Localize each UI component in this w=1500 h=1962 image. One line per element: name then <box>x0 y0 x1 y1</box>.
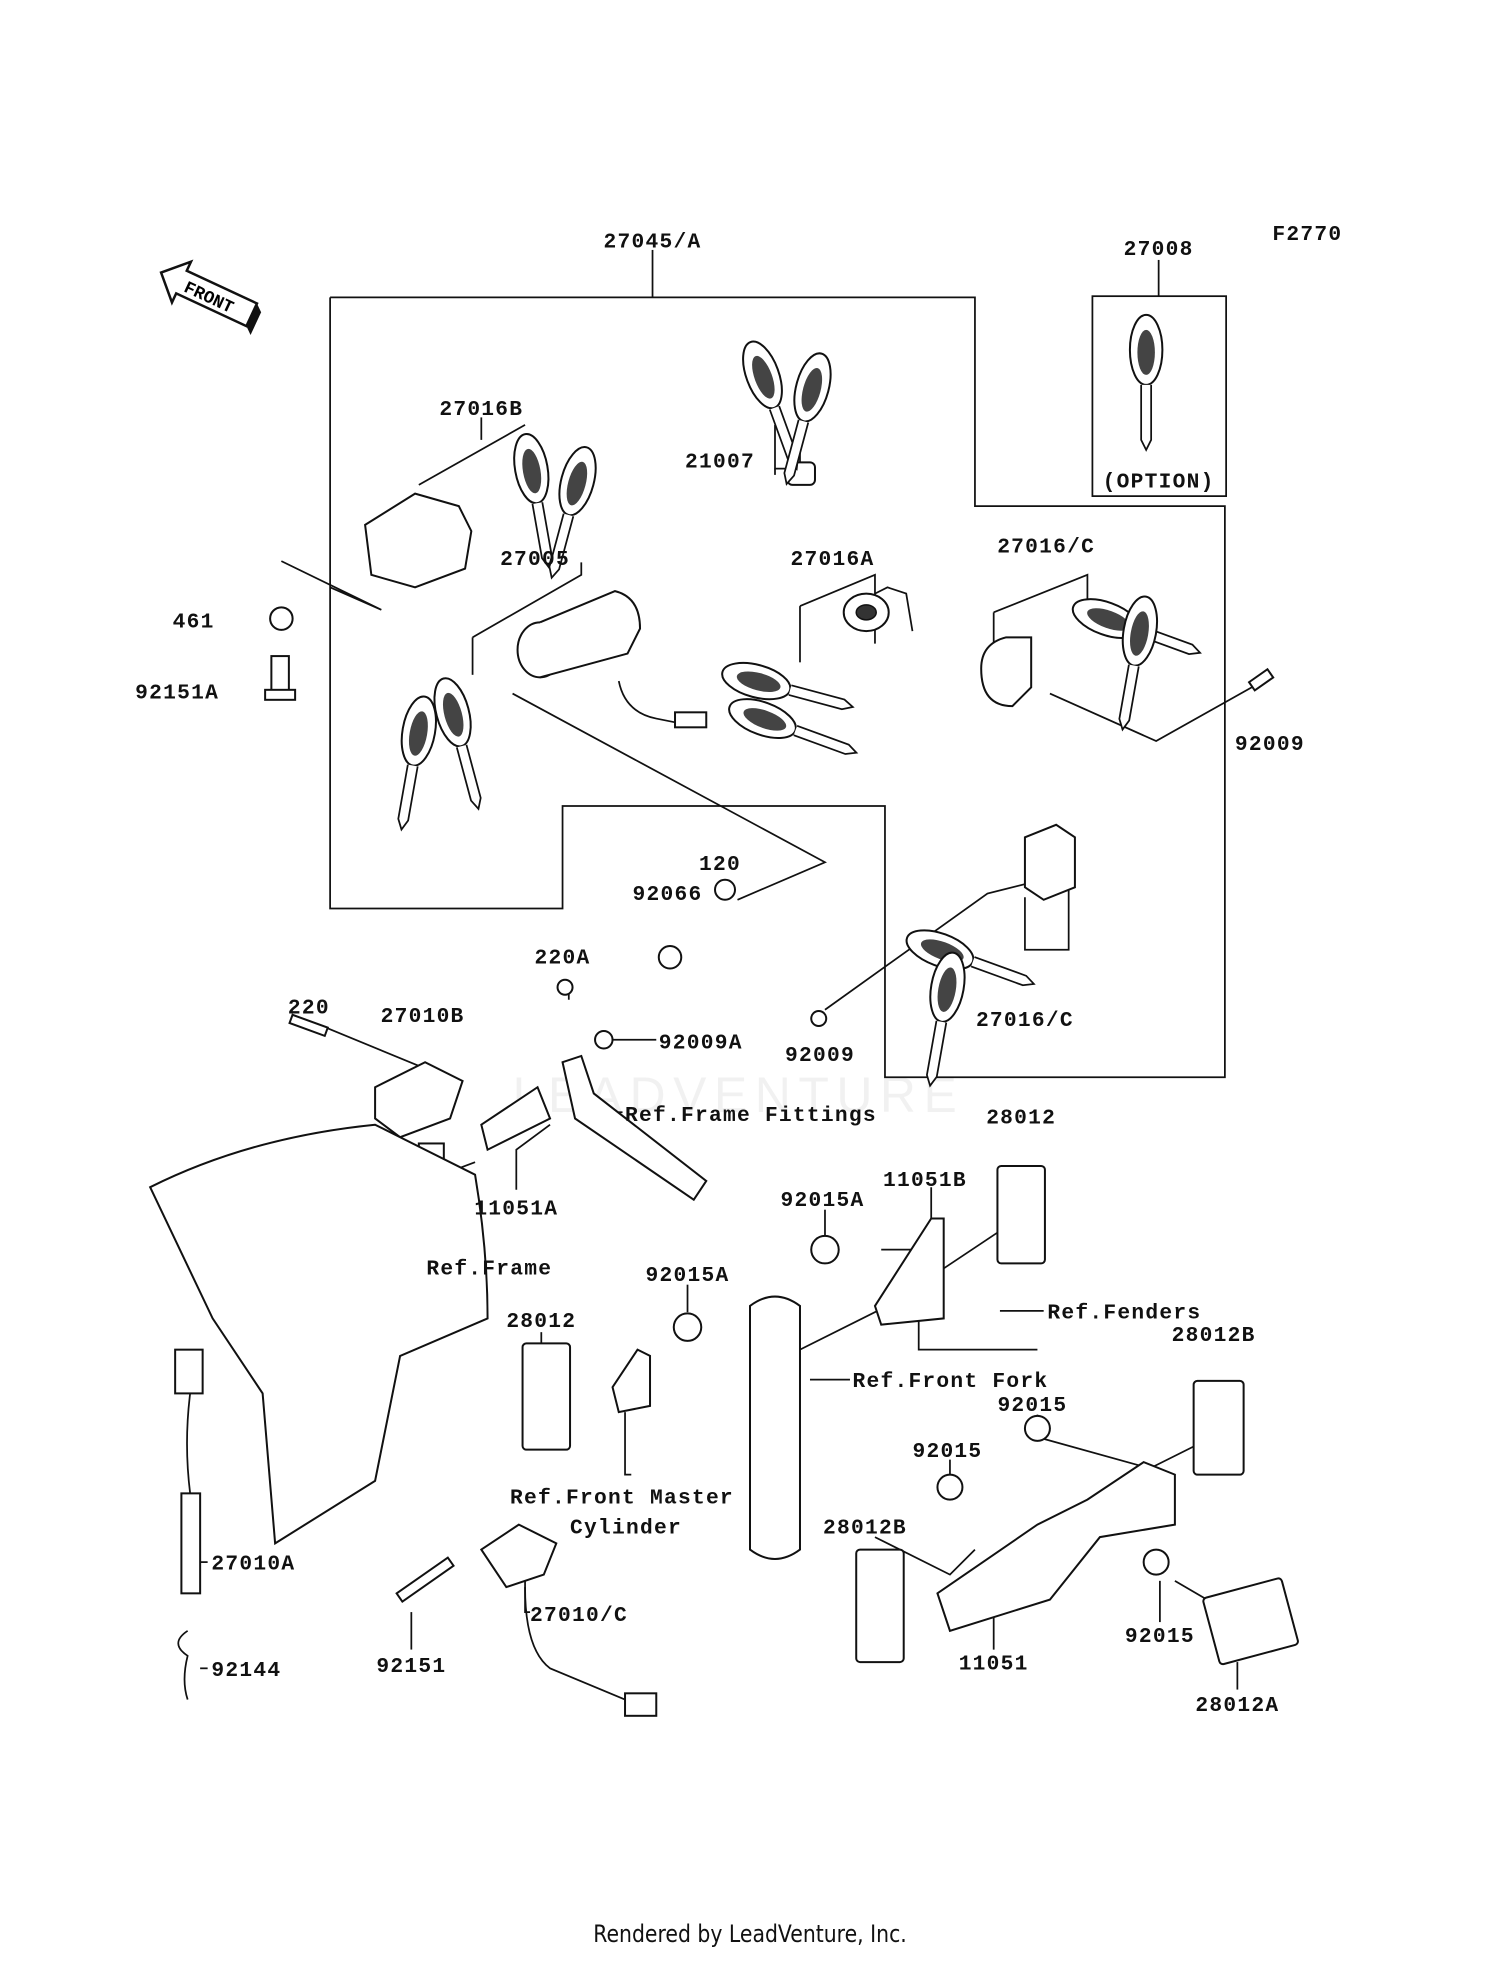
part-label: Ref.Front Fork <box>852 1370 1048 1394</box>
key-icon <box>783 352 832 486</box>
part-label: 11051A <box>474 1198 558 1222</box>
part-label: 27016/C <box>997 535 1095 559</box>
front-fork <box>749 1295 801 1560</box>
part-label: 92009 <box>785 1044 855 1068</box>
reflector-28012b-left <box>855 1548 905 1664</box>
part-label: 461 <box>173 610 215 634</box>
part-label: 92015A <box>780 1189 864 1213</box>
part-label: Ref.Front Master <box>510 1486 734 1510</box>
nut-92015-a <box>1023 1414 1051 1442</box>
reflector-28012a <box>1202 1577 1299 1666</box>
nut-92015a-lower <box>672 1312 703 1342</box>
footer-credit: Rendered by LeadVenture, Inc. <box>593 1920 907 1948</box>
part-label: 120 <box>699 853 741 877</box>
master-cylinder-bracket <box>611 1348 652 1414</box>
bolt-92151 <box>395 1556 455 1604</box>
screw-92009a <box>594 1029 614 1050</box>
part-label: 21007 <box>685 450 755 474</box>
switch-27010c <box>479 1523 658 1717</box>
lock-27016c-bottom <box>1023 823 1076 901</box>
part-labels: 27045/A 27008 (OPTION) 27016B 21007 461 92151A… <box>135 230 1305 1718</box>
key-icon <box>926 951 966 1088</box>
switch-27010b <box>374 1061 464 1139</box>
plug-92066 <box>657 945 683 970</box>
bracket-11051 <box>936 1461 1176 1633</box>
key-icon <box>397 695 437 832</box>
key-icon <box>548 446 597 580</box>
part-label: 28012 <box>986 1106 1056 1130</box>
part-label: 27010A <box>211 1553 295 1577</box>
key-icon <box>433 677 482 811</box>
screw-92009-right <box>1247 667 1275 692</box>
part-label: 92066 <box>633 883 703 907</box>
part-label: 28012B <box>1172 1324 1256 1348</box>
part-label: 27010/C <box>530 1604 628 1628</box>
part-label: 27016A <box>790 548 874 572</box>
nut-92015-b <box>936 1473 964 1501</box>
spring-92144 <box>177 1630 189 1700</box>
part-label: 11051B <box>883 1169 967 1193</box>
frame-fittings-bracket <box>561 1054 708 1202</box>
part-label: 92009 <box>1235 733 1305 757</box>
part-label: 92151A <box>135 682 219 706</box>
part-label: Ref.Fenders <box>1047 1301 1201 1325</box>
part-label: 28012 <box>506 1310 576 1334</box>
part-label: 27016B <box>439 398 523 422</box>
part-label: Cylinder <box>570 1516 682 1540</box>
part-label: 92144 <box>211 1659 281 1683</box>
reflector-28012b-right <box>1192 1379 1245 1476</box>
bracket-11051b <box>873 1217 945 1326</box>
part-label: 92009A <box>659 1031 743 1055</box>
reflector-28012-right <box>996 1164 1046 1265</box>
sensor-27010a <box>174 1348 204 1595</box>
part-label: 11051 <box>959 1653 1029 1677</box>
part-label: 92015A <box>646 1264 730 1288</box>
part-label: 92015 <box>997 1394 1067 1418</box>
ignition-switch-27005 <box>516 590 708 729</box>
part-label: 28012A <box>1195 1694 1279 1718</box>
screw-220A <box>556 978 574 996</box>
bracket-11051a <box>480 1085 552 1152</box>
part-label: 27045/A <box>604 230 702 254</box>
screw-120 <box>714 878 737 901</box>
key-icon <box>1118 595 1159 732</box>
screw-92009 <box>810 1009 828 1027</box>
reflector-28012-left <box>521 1342 572 1451</box>
part-label: 92151 <box>376 1655 446 1679</box>
key-icon <box>721 661 855 711</box>
part-label: 220A <box>535 947 591 971</box>
seat-lock-27016a <box>842 586 914 633</box>
part-label: 27010B <box>381 1005 465 1029</box>
part-label: 92015 <box>912 1440 982 1464</box>
bolt-92151a <box>264 655 297 701</box>
nut-92015-c <box>1142 1548 1170 1576</box>
part-label: (OPTION) <box>1103 470 1215 494</box>
front-arrow-icon: FRONT <box>159 259 262 335</box>
part-label: 28012B <box>823 1516 907 1540</box>
bolt-220 <box>288 1013 330 1038</box>
part-label: 220 <box>288 996 330 1020</box>
part-label: Ref.Frame <box>426 1258 552 1282</box>
ring-461 <box>269 606 294 631</box>
key-icon <box>1128 313 1164 452</box>
lock-housing-27016b <box>364 492 473 589</box>
figure-code: F2770 <box>1272 223 1342 247</box>
nut-92015a-upper <box>810 1234 840 1265</box>
lock-27016c-top <box>980 636 1033 708</box>
part-label: Ref.Frame Fittings <box>625 1104 877 1128</box>
key-icon <box>905 929 1036 987</box>
key-icon <box>1071 598 1202 655</box>
leader-lines <box>200 249 1257 1690</box>
part-label: 27005 <box>500 548 570 572</box>
part-label: 27016/C <box>976 1009 1074 1033</box>
frame <box>148 1123 489 1546</box>
key-icon <box>728 698 859 755</box>
part-label: 27008 <box>1124 238 1194 262</box>
part-label: 92015 <box>1125 1625 1195 1649</box>
